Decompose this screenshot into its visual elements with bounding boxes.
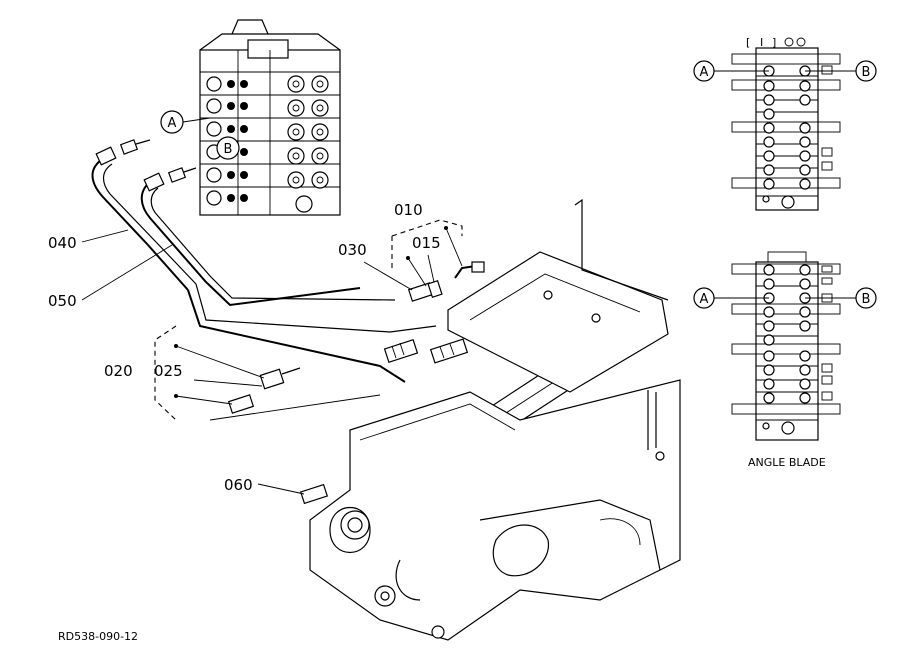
hose-040	[91, 146, 197, 291]
svg-text:A: A	[700, 65, 709, 80]
svg-text:025: 025	[154, 362, 183, 380]
control-valve-assembly	[199, 19, 341, 216]
hose-coupler-right	[429, 338, 469, 364]
svg-text:030: 030	[338, 241, 367, 259]
hose-coupler-left	[383, 338, 419, 364]
svg-text:020: 020	[104, 362, 133, 380]
hose-to-cylinder	[187, 283, 437, 383]
svg-text:I: I	[760, 36, 763, 49]
fitting-025	[227, 394, 255, 414]
group-bracket-020	[154, 325, 381, 421]
fitting-020	[259, 367, 301, 390]
angle-blade-caption: ANGLE BLADE	[748, 456, 826, 469]
fitting-060	[299, 483, 329, 505]
svg-text:050: 050	[48, 292, 77, 310]
drawing-code: RD538-090-12	[58, 630, 138, 643]
svg-text:A: A	[700, 292, 709, 307]
svg-text:040: 040	[48, 234, 77, 252]
frame-upper-plate	[447, 198, 669, 393]
fitting-030	[407, 280, 443, 302]
fitting-015	[454, 261, 485, 279]
label-040: 040	[48, 229, 129, 252]
svg-text:060: 060	[224, 476, 253, 494]
hose-050	[140, 172, 396, 307]
valve-schematic-upper: [ I ]	[693, 36, 877, 211]
label-020: 020	[104, 344, 265, 380]
group-bracket-010	[391, 219, 463, 270]
svg-text:A: A	[168, 116, 177, 131]
valve-schematic-lower: A B	[693, 251, 877, 441]
valve-fitting-lower	[167, 167, 197, 183]
label-010: 010	[394, 201, 423, 219]
svg-text:010: 010	[394, 201, 423, 219]
svg-text:B: B	[224, 142, 233, 157]
svg-text:[: [	[746, 36, 750, 49]
valve-port-b-marker: B	[216, 136, 240, 160]
label-025: 025	[154, 362, 263, 405]
swing-bracket-frame	[309, 379, 681, 641]
label-015: 015	[412, 226, 463, 283]
valve-fitting-upper	[119, 139, 151, 155]
svg-text:015: 015	[412, 234, 441, 252]
valve-port-a-marker: A	[160, 110, 211, 134]
label-060: 060	[224, 476, 305, 495]
label-050: 050	[48, 244, 173, 310]
label-030: 030	[338, 241, 427, 291]
svg-text:B: B	[862, 65, 871, 80]
svg-text:]: ]	[772, 36, 776, 49]
svg-text:B: B	[862, 292, 871, 307]
